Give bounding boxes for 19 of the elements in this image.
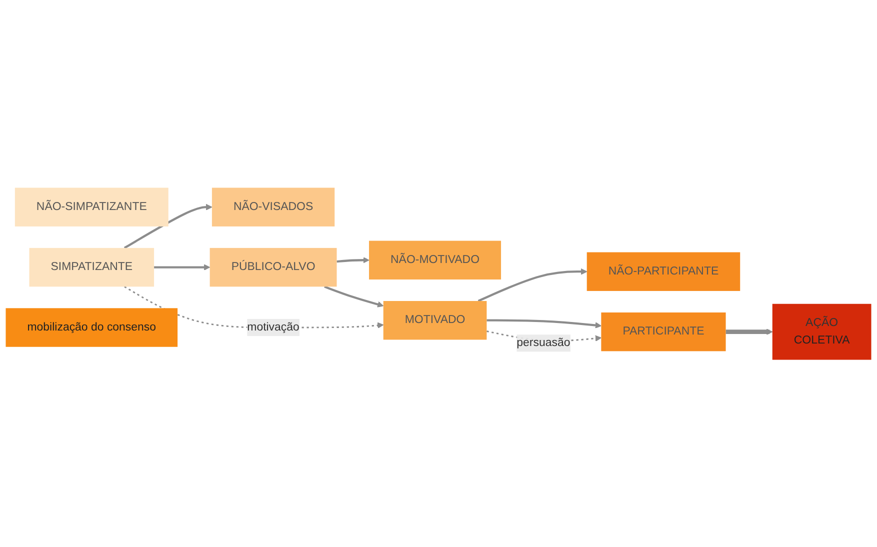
node-box: NÃO-SIMPATIZANTE <box>14 187 168 226</box>
arrow <box>486 319 602 328</box>
node-box: MOTIVADO <box>383 300 487 340</box>
node-box: PARTICIPANTE <box>601 312 726 351</box>
arrow <box>324 285 384 308</box>
arrow <box>154 264 210 270</box>
arrow <box>124 204 212 249</box>
node-box: NÃO-VISADOS <box>212 187 335 226</box>
arrow <box>336 256 370 264</box>
edge-label: motivação <box>247 320 300 333</box>
arrow <box>726 328 773 335</box>
node-box: NÃO-MOTIVADO <box>369 240 502 280</box>
node-box: AÇÃO COLETIVA <box>772 304 872 360</box>
node-box: SIMPATIZANTE <box>29 248 154 286</box>
node-box: mobilização do consenso <box>6 308 178 347</box>
arrow <box>478 268 588 302</box>
edge-label: persuasão <box>516 336 570 349</box>
node-box: NÃO-PARTICIPANTE <box>586 252 740 291</box>
node-box: PÚBLICO-ALVO <box>210 248 337 286</box>
